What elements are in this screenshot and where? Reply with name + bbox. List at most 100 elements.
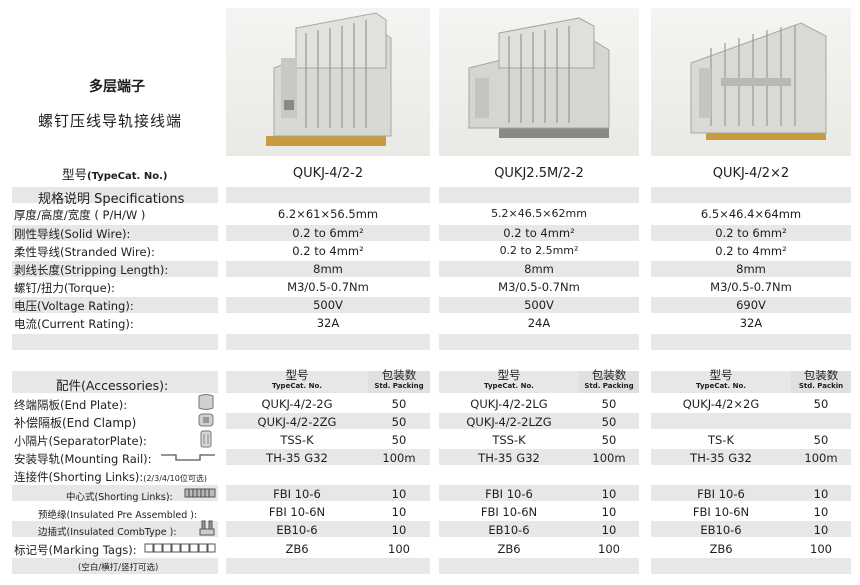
acc-type-cell: TH-35 G32 — [478, 451, 540, 465]
acc-type-cell: ZB6 — [709, 542, 733, 556]
spec-value: 0.2 to 2.5mm² — [499, 244, 579, 257]
spec-value: 0.2 to 4mm² — [715, 244, 787, 258]
acc-type-cell: FBI 10-6N — [692, 505, 750, 519]
acc-pack-cell: 10 — [391, 523, 407, 537]
acc-type-cell: FBI 10-6 — [273, 487, 321, 501]
acc-pack-cell: 10 — [601, 505, 617, 519]
end-plate-icon — [198, 394, 214, 410]
spec-value: 24A — [527, 316, 551, 330]
acc-pack-cell: 10 — [601, 523, 617, 537]
acc-pack-cell: 10 — [601, 487, 617, 501]
model-value-2: QUKJ2.5M/2-2 — [494, 166, 584, 181]
separator-icon — [200, 430, 212, 448]
product-photo-2 — [439, 8, 639, 156]
acc-label-marking-tags: 标记号(Marking Tags): — [14, 543, 137, 557]
acc-label-end-plate: 终端隔板(End Plate): — [14, 398, 128, 412]
acc-type-cell: EB10-6 — [276, 523, 318, 537]
acc-type-cell: QUKJ-4/2-2LZG — [466, 415, 552, 429]
model-value-3: QUKJ-4/2×2 — [712, 166, 790, 181]
shorting-label-comb: 边插式(Insulated CombType ): — [38, 527, 177, 538]
acc-pack-cell: 100m — [382, 451, 416, 465]
acc-label-mounting-rail: 安装导轨(Mounting Rail): — [14, 452, 152, 466]
acc-pack-cell: 100m — [804, 451, 838, 465]
spec-value: 32A — [316, 316, 340, 330]
acc-pack-cell: 10 — [813, 523, 829, 537]
spec-label-solid-wire: 刚性导线(Solid Wire): — [14, 227, 131, 241]
spec-value: 6.2×61×56.5mm — [277, 207, 379, 221]
acc-pack-cell: 50 — [601, 397, 617, 411]
acc-type-cell: QUKJ-4/2-2G — [261, 397, 333, 411]
acc-type-cell: TSS-K — [280, 433, 314, 447]
acc-label-separator: 小隔片(SeparatorPlate): — [14, 434, 147, 448]
acc-pack-cell: 10 — [813, 487, 829, 501]
spec-label-voltage: 电压(Voltage Rating): — [14, 299, 134, 313]
model-label-en: (TypeCat. No.) — [87, 171, 168, 182]
spec-value: 690V — [736, 298, 766, 312]
spec-value: M3/0.5-0.7Nm — [710, 280, 792, 294]
spec-value: 6.5×46.4×64mm — [700, 207, 802, 221]
acc-type-cell: EB10-6 — [488, 523, 530, 537]
spec-section-header: 规格说明 Specifications — [38, 192, 185, 207]
shorting-links-label: 连接件(Shorting Links):(2/3/4/10位可选) — [14, 470, 207, 484]
acc-pack-cell: 50 — [601, 433, 617, 447]
acc-pack-cell: 100 — [810, 542, 832, 556]
spec-label-stranded-wire: 柔性导线(Stranded Wire): — [14, 245, 155, 259]
spec-value: 0.2 to 6mm² — [292, 226, 364, 240]
acc-pack-cell: 100 — [598, 542, 620, 556]
spec-value: 8mm — [736, 262, 766, 276]
acc-type-cell: TS-K — [707, 433, 734, 447]
acc-pack-cell: 50 — [813, 433, 829, 447]
spec-value: 8mm — [313, 262, 343, 276]
acc-type-cell: FBI 10-6 — [697, 487, 745, 501]
acc-type-cell: ZB6 — [285, 542, 309, 556]
spec-label-dimensions: 厚度/高度/宽度 ( P/H/W ) — [14, 208, 146, 222]
spec-label-torque: 螺钉/扭力(Torque): — [14, 281, 116, 295]
spec-value: M3/0.5-0.7Nm — [498, 280, 580, 294]
marking-tags-note: (空白/横打/竖打可选) — [78, 563, 159, 573]
acc-label-end-clamp: 补偿隔板(End Clamp) — [14, 416, 137, 430]
model-label-cn: 型号 — [62, 167, 88, 182]
product-family-subtitle: 螺钉压线导轨接线端 — [38, 112, 183, 130]
shorting-label-pre-assembled: 预绝缘(Insulated Pre Assembled ): — [38, 510, 198, 521]
shorting-link-icon — [184, 488, 216, 498]
model-value-1: QUKJ-4/2-2 — [292, 166, 364, 181]
acc-type-cell: QUKJ-4/2-2LG — [470, 397, 548, 411]
acc-type-cell: TH-35 G32 — [266, 451, 328, 465]
acc-pack-cell: 100 — [388, 542, 410, 556]
spec-label-stripping-length: 剥线长度(Stripping Length): — [14, 263, 169, 277]
spec-value: 5.2×46.5×62mm — [491, 207, 587, 220]
acc-pack-cell: 50 — [813, 397, 829, 411]
acc-type-cell: FBI 10-6 — [485, 487, 533, 501]
acc-type-cell: FBI 10-6N — [268, 505, 326, 519]
spec-value: M3/0.5-0.7Nm — [287, 280, 369, 294]
spec-value: 32A — [739, 316, 763, 330]
acc-pack-cell: 50 — [391, 415, 407, 429]
acc-pack-cell: 50 — [391, 433, 407, 447]
acc-type-cell: TH-35 G32 — [690, 451, 752, 465]
acc-type-cell: FBI 10-6N — [480, 505, 538, 519]
product-photo-3 — [651, 8, 851, 156]
acc-pack-cell: 10 — [813, 505, 829, 519]
shorting-label-center: 中心式(Shorting Links): — [66, 492, 173, 503]
acc-type-cell: ZB6 — [497, 542, 521, 556]
acc-pack-cell: 50 — [391, 397, 407, 411]
accessories-header: 配件(Accessories): — [56, 378, 169, 393]
spec-value: 500V — [524, 298, 554, 312]
acc-type-cell: QUKJ-4/2×2G — [682, 397, 760, 411]
spec-value: 500V — [313, 298, 343, 312]
model-label: 型号(TypeCat. No.) — [62, 164, 167, 183]
acc-pack-cell: 10 — [391, 487, 407, 501]
acc-pack-cell: 100m — [592, 451, 626, 465]
spec-value: 0.2 to 4mm² — [292, 244, 364, 258]
rail-icon — [161, 454, 215, 461]
acc-type-cell: TSS-K — [492, 433, 526, 447]
spec-label-current: 电流(Current Rating): — [14, 317, 134, 331]
spec-value: 8mm — [524, 262, 554, 276]
product-family-title: 多层端子 — [89, 79, 145, 95]
